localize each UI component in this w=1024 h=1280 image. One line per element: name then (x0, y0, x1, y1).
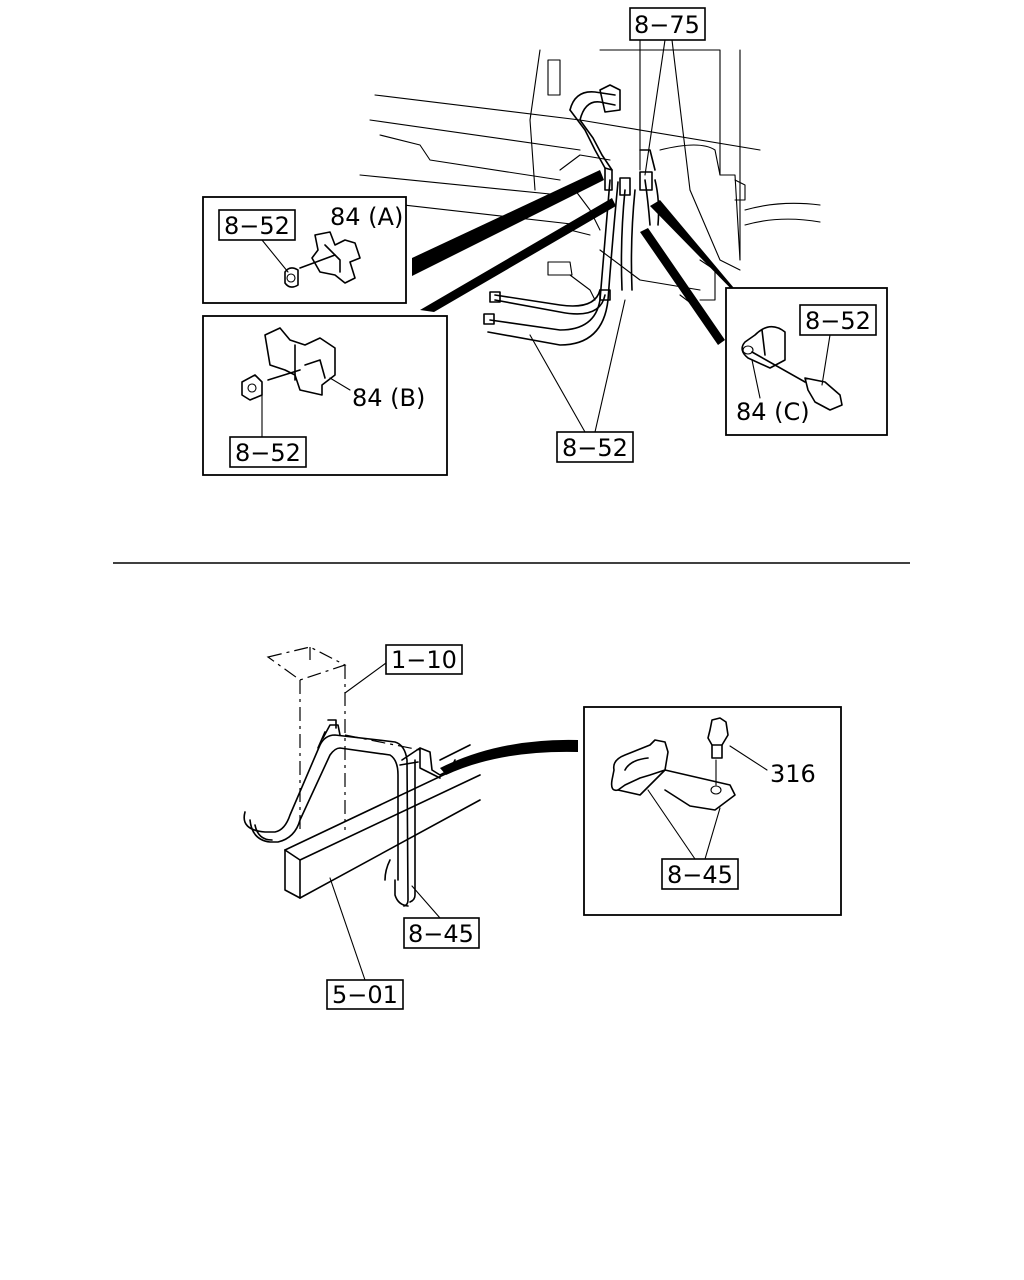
clip-a-drawing (284, 231, 361, 288)
hydraulic-hoses (483, 84, 660, 346)
label-84a: 84 (A) (330, 203, 403, 231)
label-84b: 84 (B) (352, 384, 425, 412)
callout-box (229, 436, 307, 468)
fuel-pipes (243, 719, 471, 907)
bottom-diagram: 1−10 8−45 5−01 316 8−45 (243, 644, 842, 1010)
label-316: 316 (770, 760, 816, 788)
callout-8-75: 8−75 (629, 7, 706, 191)
frame-rail (284, 759, 481, 899)
callout-8-52-main: 8−52 (529, 299, 634, 463)
clip-b-drawing (241, 327, 336, 401)
callout-8-52-main-text: 8−52 (562, 434, 628, 462)
callout-8-52-b-text: 8−52 (235, 439, 301, 467)
callout-8-52-a-text: 8−52 (224, 212, 290, 240)
callout-1-10: 1−10 (344, 644, 463, 694)
callout-8-45-main-text: 8−45 (408, 920, 474, 948)
label-84c: 84 (C) (736, 398, 810, 426)
detail-panel-clip-c: 8−52 84 (C) (725, 287, 888, 436)
detail-panel-bracket: 316 8−45 (583, 706, 842, 916)
callout-box (326, 979, 404, 1010)
callout-box (629, 7, 706, 41)
callout-8-75-text: 8−75 (634, 11, 700, 39)
callout-box (403, 917, 480, 949)
detail-pointer-wedges (412, 170, 744, 345)
callout-8-52-c-text: 8−52 (805, 307, 871, 335)
callout-box (385, 644, 463, 675)
detail-panel-clip-a: 8−52 84 (A) (202, 196, 407, 304)
top-diagram: 8−75 8−52 8−52 84 (A) (202, 7, 888, 476)
callout-box (661, 858, 739, 890)
callout-8-45-detail-text: 8−45 (667, 861, 733, 889)
callout-box (556, 431, 634, 463)
callout-box (218, 209, 296, 241)
callout-5-01-text: 5−01 (332, 981, 398, 1009)
callout-1-10-text: 1−10 (391, 646, 457, 674)
detail-panel-clip-b: 84 (B) 8−52 (202, 315, 448, 476)
bracket-drawing (610, 717, 736, 811)
detail-pointer-wedge (440, 739, 578, 775)
callout-box (799, 304, 877, 336)
callout-5-01: 5−01 (326, 877, 404, 1010)
clip-c-drawing (741, 325, 843, 411)
callout-8-45-main: 8−45 (403, 885, 480, 949)
